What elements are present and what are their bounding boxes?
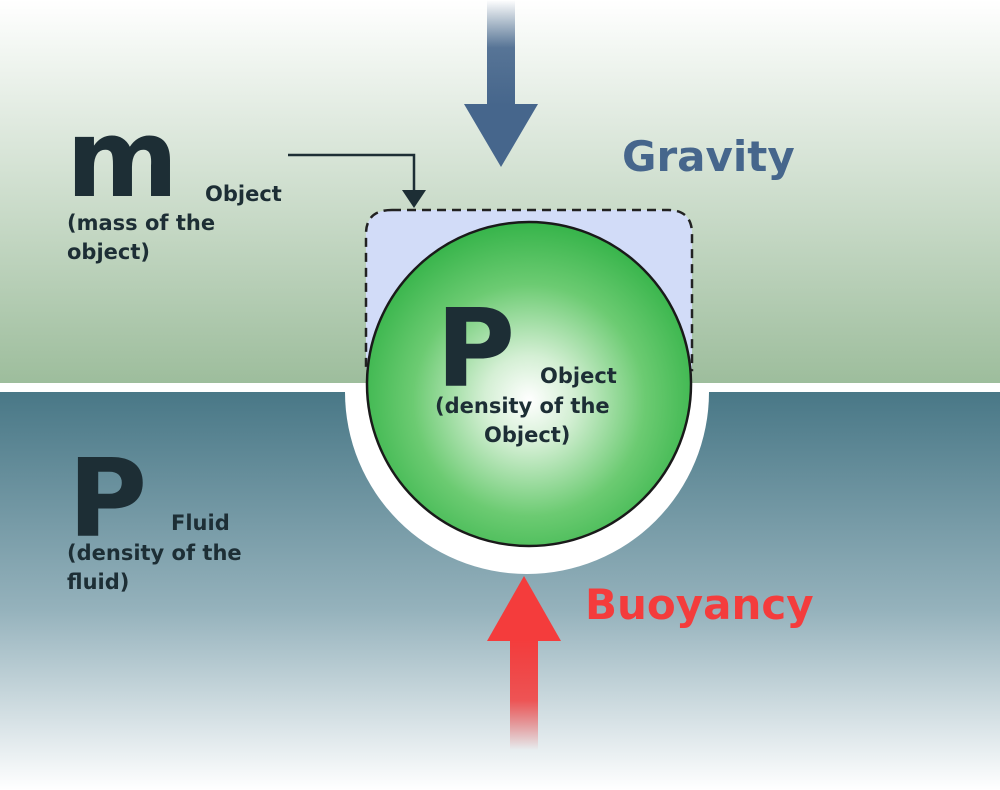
gravity-arrow-shaft	[487, 0, 515, 106]
fluid-density-description-line2: fluid)	[67, 570, 130, 594]
fluid-density-symbol: P	[68, 437, 147, 562]
mass-description-line2: object)	[67, 240, 150, 264]
mass-pointer-arrowhead	[402, 190, 426, 208]
mass-description-line1: (mass of the	[67, 211, 216, 235]
object-density-subscript: Object	[540, 364, 617, 388]
object-density-symbol: P	[436, 287, 515, 412]
gravity-label: Gravity	[622, 132, 795, 181]
object-density-description-line1: (density of the	[435, 394, 610, 418]
mass-subscript: Object	[205, 182, 282, 206]
fluid-density-subscript: Fluid	[171, 511, 230, 535]
buoyancy-arrow-shaft	[510, 639, 538, 750]
buoyancy-arrow-head	[487, 576, 561, 641]
object-density-description-line2: Object)	[484, 423, 571, 447]
gravity-arrow-head	[464, 104, 538, 167]
buoyancy-label: Buoyancy	[585, 580, 814, 629]
object-ball	[365, 220, 693, 548]
mass-pointer-line	[288, 153, 416, 196]
fluid-density-description-line1: (density of the	[67, 541, 242, 565]
mass-symbol: m	[66, 97, 179, 222]
